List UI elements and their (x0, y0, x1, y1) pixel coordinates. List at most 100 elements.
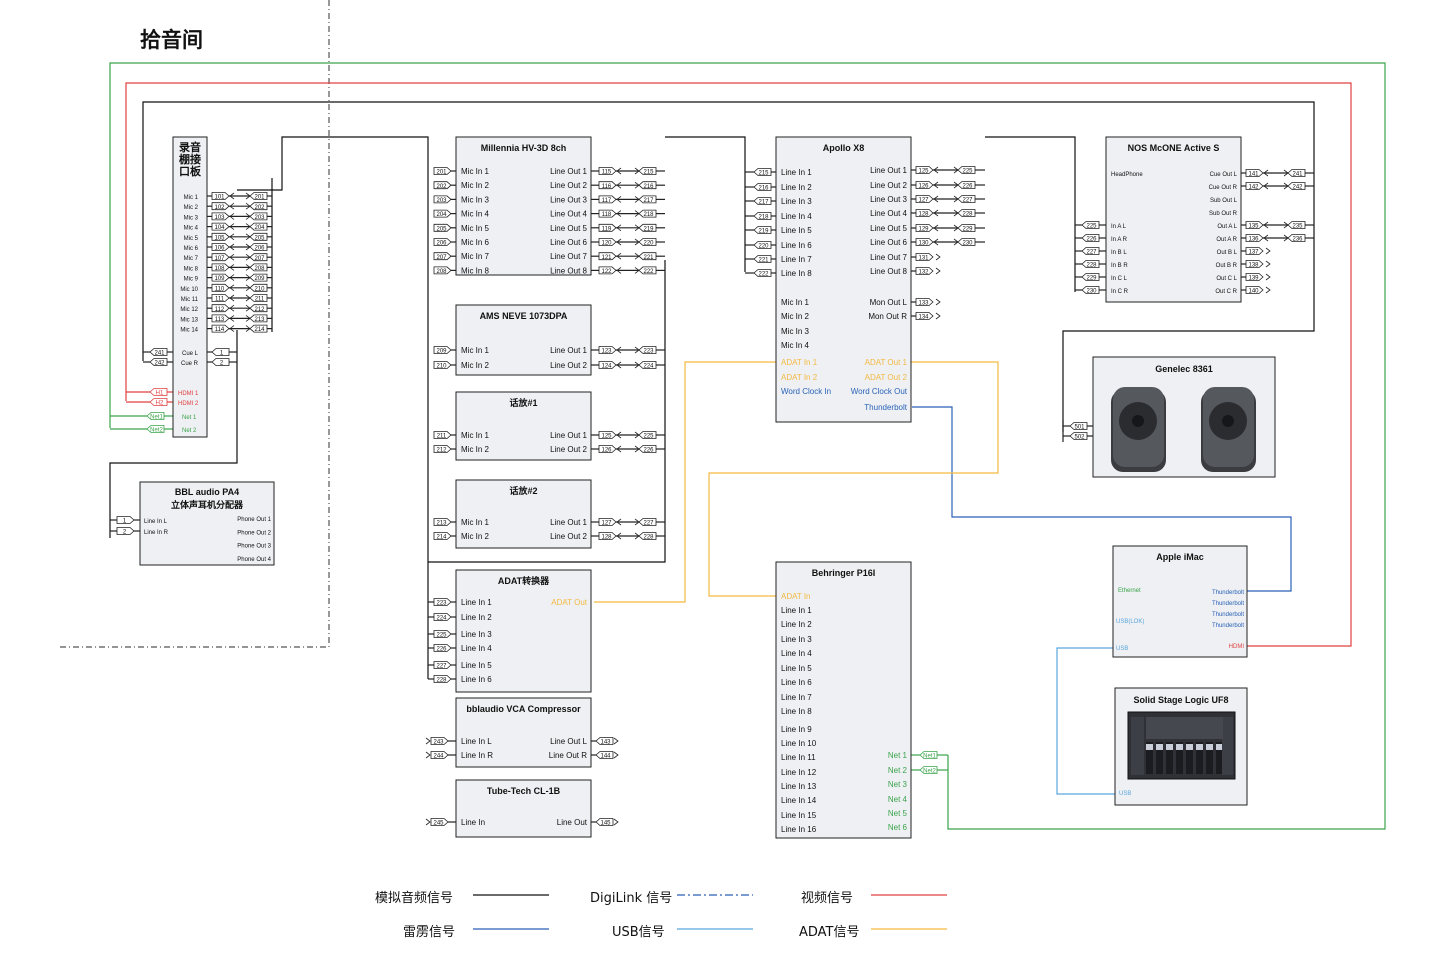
arrow-head (933, 181, 939, 189)
behringer-input-label: Line In 15 (781, 811, 817, 820)
speaker-icon-tweeter (1222, 415, 1234, 427)
panel-mic-tag-a-text: 108 (214, 266, 225, 272)
beh-net-tag-text: Net2 (923, 769, 936, 775)
millennia-out-tag-a-text: 121 (601, 255, 612, 261)
huafang1-title: 话放#1 (509, 397, 537, 408)
millennia-output-label: Line Out 3 (550, 195, 587, 204)
apollo-out-tag-b-text: 230 (962, 241, 973, 247)
apollo-input-label: Mic In 3 (781, 327, 810, 336)
millennia-output-label: Line Out 4 (550, 210, 587, 219)
patch-panel-net-label: Net 2 (182, 428, 197, 434)
speaker-icon (1201, 387, 1256, 472)
apollo-output-label: Line Out 6 (870, 238, 907, 247)
apollo-in-tag (753, 255, 772, 263)
arrow-head (1265, 273, 1271, 281)
speaker-icon (1111, 387, 1166, 472)
hf2-out-tag-a-text: 127 (601, 521, 612, 527)
millennia-out-tag-a (598, 209, 617, 218)
arrow-head (229, 233, 235, 241)
millennia-in-tag (433, 209, 452, 218)
neve-title: AMS NEVE 1073DPA (480, 311, 568, 321)
uf8-fader-channel (1216, 742, 1223, 774)
imac-input-label: USB (1116, 646, 1128, 652)
panel-hdmi-tag (149, 398, 168, 406)
nos-output-label: Sub Out L (1210, 198, 1238, 204)
nos-out-tag-a-text: 135 (1248, 224, 1259, 230)
panel-mic-tag-a (211, 243, 230, 251)
bbl-output-label: Phone Out 2 (237, 530, 271, 536)
patch-panel-mic-label: Mic 4 (184, 226, 199, 232)
uf8-fader-channel (1176, 742, 1183, 774)
legend-digilink-label: DigiLink 信号 (590, 891, 673, 906)
millennia-out-tag-a (598, 252, 617, 261)
millennia-output-label: Line Out 8 (550, 266, 587, 275)
imac-title: Apple iMac (1156, 552, 1204, 562)
apollo-input-label: Line In 5 (781, 226, 812, 235)
hf1-in-tag-text: 211 (437, 434, 447, 440)
patch-panel-mic-label: Mic 2 (184, 205, 199, 211)
apollo-input-label: ADAT In 1 (781, 358, 818, 367)
millennia-in-tag (433, 167, 452, 175)
tubetech-title: Tube-Tech CL-1B (487, 786, 561, 796)
millennia-out-tag-b (638, 167, 657, 175)
apollo-in-tag (753, 269, 772, 277)
hf2-in-tag-text: 213 (436, 521, 447, 527)
nos-out-tag-a-text: 136 (1248, 237, 1259, 243)
adat-in-tag (433, 644, 452, 652)
arrow-head (935, 267, 941, 275)
patch-panel-title: 棚接 (179, 152, 201, 166)
uf8-fader-cap (1216, 744, 1223, 750)
genelec-in-tag-text: 502 (1074, 435, 1085, 441)
imac-output-label: Thunderbolt (1212, 590, 1244, 596)
uf8-side-panel (1222, 717, 1233, 775)
panel-mic-tag-b-text: 206 (254, 246, 265, 252)
panel-hdmi-tag-text: H2 (156, 401, 164, 407)
panel-net-tag (146, 425, 165, 433)
arrow-head (616, 361, 622, 369)
pre-adat-wire (428, 260, 666, 563)
imac-output-label: Thunderbolt (1212, 623, 1244, 629)
nos-in-tag (1081, 273, 1100, 281)
bbl-pa4-title: BBL audio PA4 (175, 487, 239, 497)
arrow-head (933, 195, 939, 203)
hf2-in-tag (433, 518, 452, 526)
apollo-out-tag-b (957, 238, 976, 246)
hf2-out-tag-b (638, 518, 657, 526)
hf2-out-tag-b (638, 532, 657, 540)
arrow-head (933, 209, 939, 217)
bbcomp-in-tag (430, 751, 449, 759)
adat-in-tag-text: 227 (436, 664, 447, 670)
mic-bundle-wire (237, 136, 429, 679)
nos-out-tag-a-text: 137 (1248, 250, 1259, 256)
bbcomp-in-tag-text: 244 (433, 754, 444, 760)
arrow-head (1263, 169, 1269, 177)
huafang2-input-label: Mic In 1 (461, 518, 490, 527)
panel-cue-tag-right-text: 2 (220, 361, 224, 367)
arrow-head (616, 431, 622, 439)
adat-in-tag (433, 675, 452, 683)
apollo-out-tag-a-text: 126 (918, 184, 929, 190)
nos-output-label: Out A R (1216, 237, 1237, 243)
behringer-input-label: ADAT In (781, 592, 811, 601)
bbcomp-input-label: Line In L (461, 737, 492, 746)
huafang1-output-label: Line Out 1 (550, 431, 587, 440)
mill-apollo-wire (665, 136, 746, 272)
nos-cue-tag-b (1287, 182, 1306, 190)
apollo-output-label: Line Out 4 (870, 209, 907, 218)
panel-mic-tag-a (211, 324, 230, 333)
tubetech-input-label: Line In (461, 818, 485, 827)
nos-out-tag-b (1287, 221, 1306, 229)
bbl-tag-text: 1 (123, 519, 127, 525)
arrow-head (613, 737, 619, 745)
huafang2-input-label: Mic In 2 (461, 532, 490, 541)
phone-wire (109, 330, 238, 538)
apollo-output-label: Line Out 3 (870, 195, 907, 204)
apollo-in-tag-text: 219 (758, 229, 769, 235)
neve-out-tag-a (598, 361, 617, 369)
panel-mic-tag-a (211, 314, 230, 323)
patch-panel-title: 口板 (179, 164, 202, 178)
panel-mic-tag-b-text: 203 (254, 215, 265, 221)
nos-out-tag-a (1245, 221, 1264, 229)
arrow-head (616, 210, 622, 217)
